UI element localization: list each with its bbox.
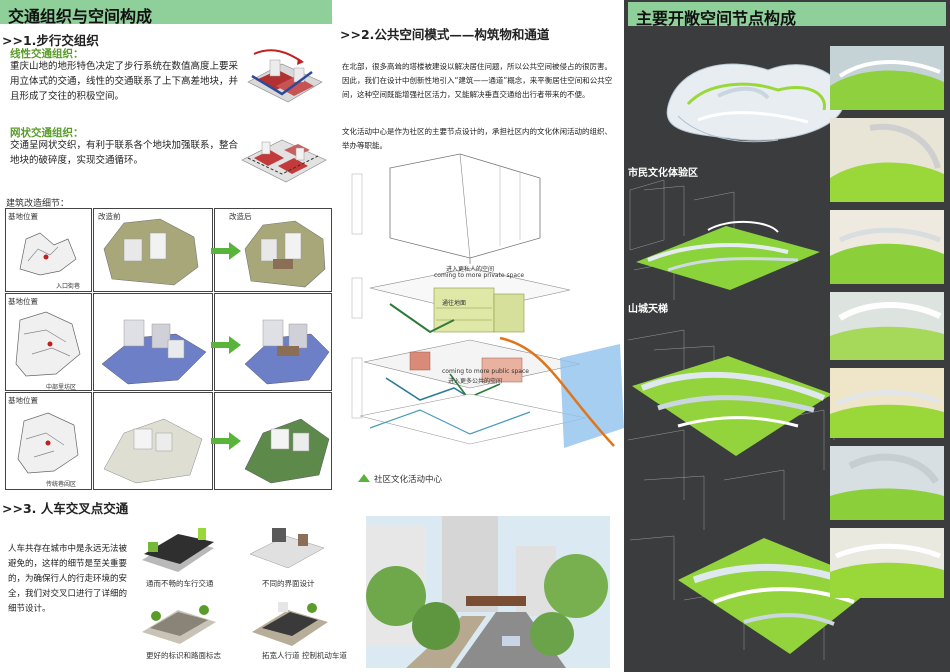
before-label: 改造前	[98, 212, 121, 221]
crossing-diagram-2	[246, 524, 328, 572]
street-rendering	[366, 516, 610, 668]
caption-marker-icon	[358, 474, 370, 482]
thumbnail-6	[830, 446, 944, 520]
section2-heading: >>2.公共空间模式——构筑物和通道	[340, 27, 550, 42]
site-name-1: 入口街巷	[56, 283, 81, 290]
arrow-icon	[211, 336, 241, 354]
private-cn: 进入更私人的空间	[446, 266, 495, 273]
section3-heading: >>3. 人车交叉点交通	[2, 501, 129, 516]
site-cell-2: 基地位置 中部里坊区	[5, 293, 92, 391]
net-text: 交通呈网状交织，有利于联系各个地块加强联系，整合地块的破碎度，实现交通循环。	[10, 140, 239, 166]
right-label-1: 市民文化体验区	[628, 168, 698, 179]
public-cn: 进入更多公共的空间	[448, 378, 503, 385]
landscape-model-2	[678, 538, 878, 654]
site-cell-1: 基地位置 入口街巷	[5, 208, 92, 292]
net-title: 网状交通组织：	[10, 127, 84, 139]
section3-text: 人车共存在城市中是永远无法被避免的，这样的细节是至关重要的，为确保行人的行走环境…	[8, 544, 128, 614]
culture-center-diagram: 进入更私人的空间 coming to more private space 通往…	[350, 148, 624, 464]
site-name-3: 传统巷闾区	[46, 481, 77, 488]
thumbnail-2	[830, 118, 944, 202]
crossing-diagram-4	[248, 594, 332, 648]
linear-text: 重庆山地的地形特色决定了步行系统在数值高度上要采用立体式的交通，线性的交通联系了…	[10, 61, 239, 102]
detail-grid: 基地位置 入口街巷 改造前 改造后 基地位置 中部里坊	[5, 208, 332, 490]
right-panel: 主要开敞空间节点构成 市民文化体验区 山城天梯	[624, 0, 950, 672]
crossing-label-2: 不同的界面设计	[262, 579, 315, 588]
before-cell-2	[93, 293, 213, 391]
thumbnail-7	[830, 528, 944, 598]
site-label-1: 基地位置	[8, 212, 38, 221]
thumbnail-1	[830, 46, 944, 110]
site-cell-3: 基地位置 传统巷闾区	[5, 392, 92, 490]
left-title-banner: 交通组织与空间构成	[0, 0, 332, 26]
crossing-diagram-1	[138, 518, 218, 576]
net-diagram	[238, 128, 330, 188]
section2-p1: 在北部，很多高耸的塔楼被建设以解决居住问题，所以公共空间被侵占的很厉害。因此，我…	[342, 62, 613, 99]
section2-caption: 社区文化活动中心	[374, 475, 443, 485]
arrow-icon	[211, 432, 241, 450]
stair-model	[636, 220, 820, 290]
left-title: 交通组织与空间构成	[8, 7, 153, 26]
crossing-diagram-3	[138, 596, 220, 646]
ground-cn: 通往地面	[442, 300, 467, 307]
arrow-icon	[211, 242, 241, 260]
linear-title: 线性交通组织：	[10, 48, 84, 60]
right-title: 主要开敞空间节点构成	[636, 9, 797, 28]
site-name-2: 中部里坊区	[46, 384, 77, 391]
site-label-2: 基地位置	[8, 297, 38, 306]
section2-p2: 文化活动中心是作为社区的主要节点设计的，承担社区内的文化休闲活动的组织、举办等职…	[342, 127, 612, 150]
section1-heading: >>1.步行交组织	[2, 33, 99, 48]
right-label-2: 山城天梯	[628, 304, 668, 315]
crossing-label-1: 通而不畅的车行交通	[146, 579, 214, 588]
right-title-banner: 主要开敞空间节点构成	[628, 2, 946, 28]
thumbnail-3	[830, 210, 944, 284]
landscape-model-1	[632, 356, 832, 456]
crossing-label-4: 拓宽人行道 控制机动车道	[262, 651, 347, 660]
before-cell-3	[93, 392, 213, 490]
after-label: 改造后	[229, 212, 252, 221]
detail-title: 建筑改造细节：	[6, 199, 70, 209]
before-cell-1: 改造前	[93, 208, 213, 292]
culture-zone-model	[666, 63, 845, 143]
after-cell-2	[214, 293, 332, 391]
private-en: coming to more private space	[434, 272, 525, 279]
sketch-lines	[627, 179, 835, 660]
thumbnail-4	[830, 292, 944, 360]
linear-diagram	[242, 42, 330, 122]
crossing-label-3: 更好的标识和路面标志	[146, 651, 221, 660]
thumbnail-5	[830, 368, 944, 438]
site-label-3: 基地位置	[8, 396, 38, 405]
public-en: coming to more public space	[442, 368, 529, 375]
